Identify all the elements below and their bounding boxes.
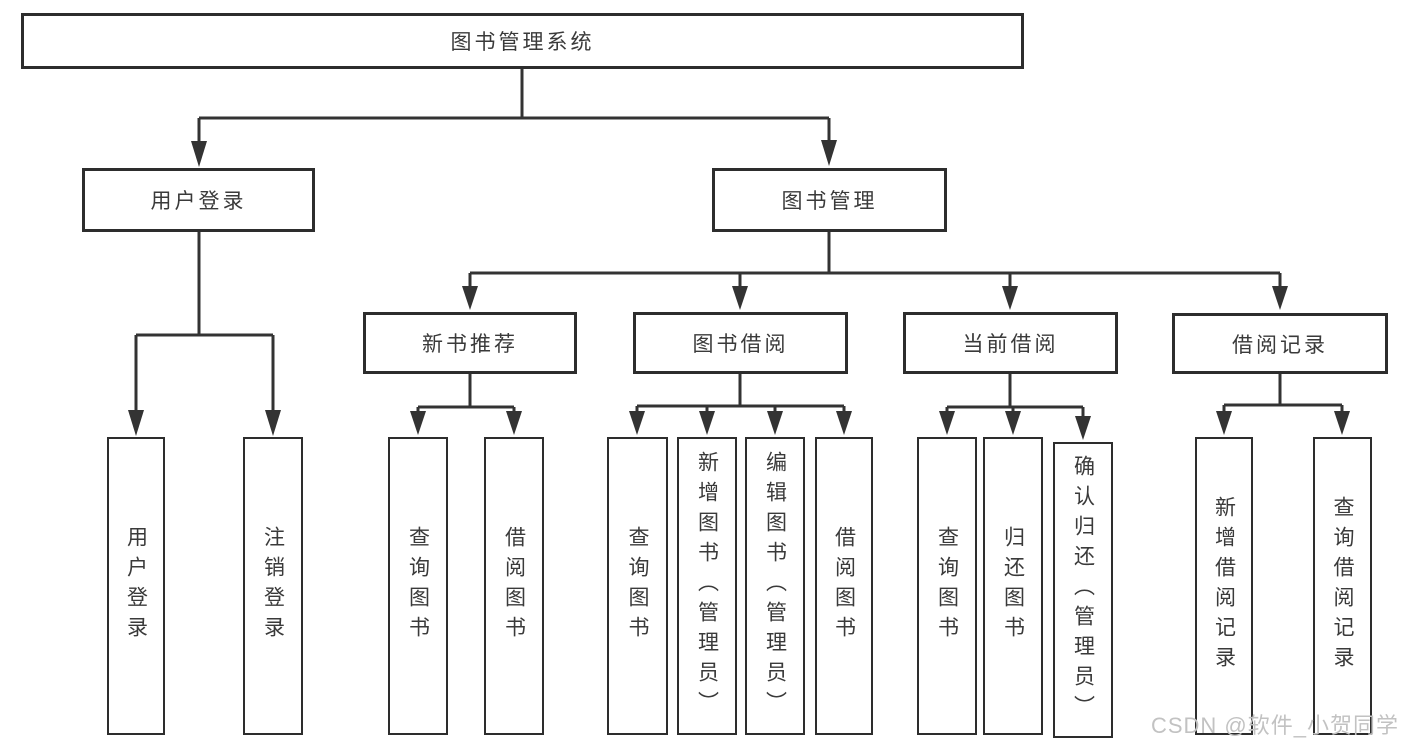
connector-records-leaves bbox=[1222, 374, 1344, 414]
leaf-user-login: 用户登录 bbox=[107, 437, 165, 735]
node-label: 用户登录 bbox=[150, 190, 247, 213]
arrow-icon bbox=[836, 411, 852, 435]
arrow-icon bbox=[1002, 286, 1018, 310]
arrow-icon bbox=[699, 411, 715, 435]
node-label: 借阅图书 bbox=[502, 526, 526, 646]
node-label: 图书管理系统 bbox=[450, 31, 595, 54]
arrow-icon bbox=[767, 411, 783, 435]
connector-current-leaves bbox=[945, 374, 1085, 418]
leaf-logout: 注销登录 bbox=[243, 437, 303, 735]
node-label: 新书推荐 bbox=[422, 333, 518, 356]
arrow-icon bbox=[1216, 411, 1232, 435]
node-label: 借阅记录 bbox=[1232, 333, 1328, 357]
node-label: 归还图书 bbox=[1001, 526, 1025, 646]
node-label: 当前借阅 bbox=[962, 333, 1059, 356]
node-label: 查询图书 bbox=[406, 526, 430, 646]
node-label: 确认归还（管理员） bbox=[1071, 455, 1095, 725]
node-label: 注销登录 bbox=[261, 526, 285, 646]
node-label: 借阅图书 bbox=[832, 526, 856, 646]
node-label: 图书管理 bbox=[781, 190, 878, 213]
leaf-borrow-books-1: 借阅图书 bbox=[484, 437, 544, 735]
arrow-icon bbox=[128, 410, 144, 436]
leaf-query-books-3: 查询图书 bbox=[917, 437, 977, 735]
node-label: 查询借阅记录 bbox=[1331, 496, 1354, 676]
node-label: 新增图书（管理员） bbox=[695, 451, 719, 721]
node-label: 编辑图书（管理员） bbox=[763, 451, 787, 721]
arrow-icon bbox=[732, 286, 748, 310]
leaf-add-borrow-record: 新增借阅记录 bbox=[1195, 437, 1253, 735]
arrow-icon bbox=[506, 411, 522, 435]
leaf-borrow-books-2: 借阅图书 bbox=[815, 437, 873, 735]
arrowheads bbox=[128, 140, 1350, 440]
node-label: 新增借阅记录 bbox=[1212, 496, 1236, 676]
csdn-watermark: CSDN @软件_小贺同学 bbox=[1150, 713, 1399, 738]
connector-root-l2 bbox=[197, 69, 831, 144]
connector-login-leaves bbox=[134, 232, 275, 412]
arrow-icon bbox=[462, 286, 478, 310]
leaf-confirm-return-admin: 确认归还（管理员） bbox=[1053, 442, 1113, 738]
node-label: 图书借阅 bbox=[692, 333, 789, 356]
leaf-query-books-1: 查询图书 bbox=[388, 437, 448, 735]
node-label: 用户登录 bbox=[124, 526, 148, 646]
node-book-management: 图书管理 bbox=[712, 168, 947, 232]
node-label: 查询图书 bbox=[935, 526, 959, 646]
arrow-icon bbox=[939, 411, 955, 435]
arrow-icon bbox=[1334, 411, 1350, 435]
arrow-icon bbox=[821, 140, 837, 166]
connector-newbook-leaves bbox=[416, 374, 516, 414]
node-root-system: 图书管理系统 bbox=[21, 13, 1024, 69]
node-borrow-records: 借阅记录 bbox=[1172, 313, 1388, 374]
leaf-edit-book-admin: 编辑图书（管理员） bbox=[745, 437, 805, 735]
leaf-query-books-2: 查询图书 bbox=[607, 437, 668, 735]
arrow-icon bbox=[265, 410, 281, 436]
leaf-add-book-admin: 新增图书（管理员） bbox=[677, 437, 737, 735]
arrow-icon bbox=[1005, 411, 1021, 435]
node-book-borrow: 图书借阅 bbox=[633, 312, 848, 374]
leaf-return-book: 归还图书 bbox=[983, 437, 1043, 735]
arrow-icon bbox=[191, 141, 207, 167]
arrow-icon bbox=[629, 411, 645, 435]
leaf-query-borrow-record: 查询借阅记录 bbox=[1313, 437, 1372, 735]
node-user-login: 用户登录 bbox=[82, 168, 315, 232]
arrow-icon bbox=[410, 411, 426, 435]
arrow-icon bbox=[1272, 286, 1288, 310]
connector-mgmt-l3 bbox=[468, 232, 1282, 288]
node-label: 查询图书 bbox=[626, 526, 649, 646]
node-new-book-recommend: 新书推荐 bbox=[363, 312, 577, 374]
node-current-borrow: 当前借阅 bbox=[903, 312, 1118, 374]
connector-borrow-leaves bbox=[635, 374, 846, 414]
arrow-icon bbox=[1075, 416, 1091, 440]
